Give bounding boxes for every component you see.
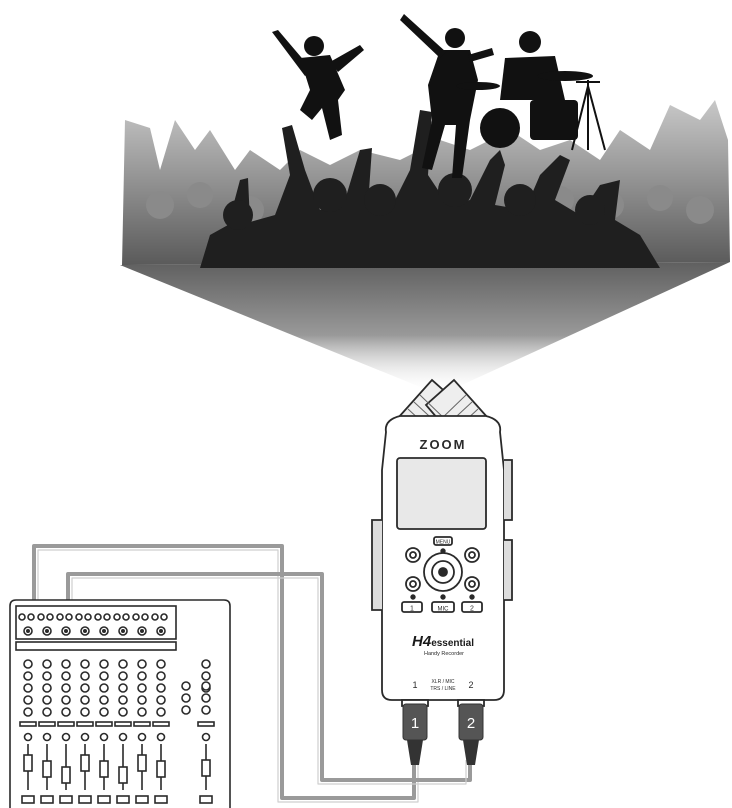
input-1-label: 1 [412,680,417,690]
mic-button-label: MIC [438,607,450,613]
input-type-bottom: TRS / LINE [430,686,456,692]
input-1-button-label: 1 [410,606,414,613]
model-subtitle: Handy Recorder [424,651,464,657]
mixer-illustration [10,600,230,808]
menu-button-label: MENU [436,540,451,546]
xlr-plug-2 [459,704,483,765]
input-type-top: XLR / MIC [431,679,454,685]
band-crowd-illustration [120,14,730,395]
plug-1-label: 1 [411,715,419,732]
input-2-label: 2 [468,680,473,690]
brand-logo: ZOOM [420,437,467,452]
xlr-plug-1 [403,704,427,765]
plug-2-label: 2 [467,715,475,732]
input-2-button-label: 2 [470,606,474,613]
